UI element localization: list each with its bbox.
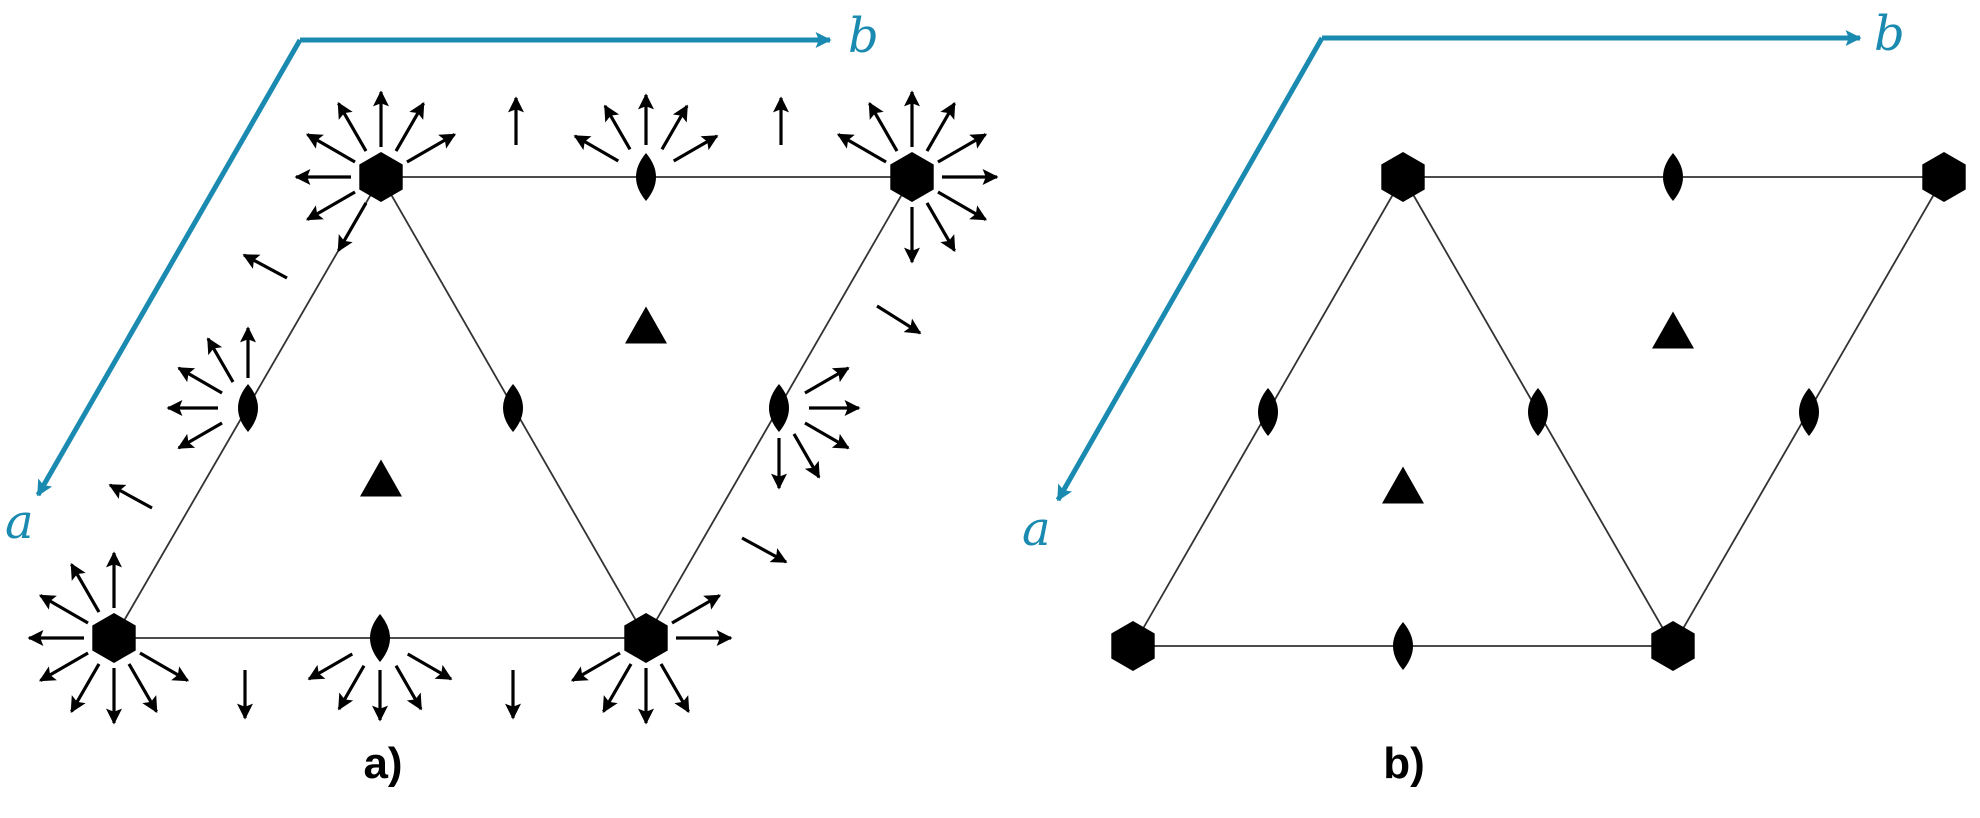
displacement-arrow — [177, 421, 223, 450]
displacement-arrow — [837, 133, 887, 164]
twofold-axis-icon — [370, 614, 390, 662]
displacement-arrow — [602, 663, 633, 713]
displacement-arrow — [925, 102, 956, 152]
panel-a: b a a) — [5, 8, 999, 788]
sixfold-axis-icon — [1111, 621, 1155, 671]
crystal-axes — [35, 31, 832, 497]
displacement-arrow — [571, 651, 621, 682]
displacement-arrow — [337, 102, 368, 152]
displacement-arrow — [394, 102, 425, 152]
threefold-axis-icon — [360, 459, 402, 497]
displacement-arrow — [39, 594, 89, 625]
displacement-arrow — [937, 133, 987, 164]
twofold-axis-icon — [1663, 153, 1683, 201]
displacement-arrow — [206, 337, 235, 383]
displacement-arrow — [306, 133, 356, 164]
axis-b-label: b — [1874, 6, 1905, 62]
displacement-arrow — [127, 663, 158, 713]
displacement-arrow — [868, 102, 899, 152]
panel-a-label: a) — [363, 739, 402, 788]
axis-a-label: a — [5, 494, 34, 550]
sixfold-axis-icon — [1922, 152, 1966, 202]
twofold-axis-icon — [1528, 388, 1548, 436]
displacement-arrow — [306, 190, 356, 221]
displacement-arrow — [937, 190, 987, 221]
threefold-axis-icon — [1382, 466, 1424, 504]
sixfold-axis-icon — [890, 152, 934, 202]
displacement-arrow — [406, 133, 456, 164]
displacement-arrow — [741, 536, 788, 564]
threefold-axis-icon — [625, 306, 667, 344]
displacement-arrows — [27, 90, 999, 725]
displacement-arrow — [804, 421, 850, 450]
displacement-arrow — [108, 483, 153, 510]
panel-b: b a b) — [1022, 6, 1966, 788]
displacement-arrow — [792, 433, 821, 479]
displacement-arrow — [337, 202, 368, 252]
symmetry-elements — [92, 152, 934, 663]
sixfold-axis-icon — [1381, 152, 1425, 202]
displacement-arrow — [394, 664, 423, 711]
displacement-arrow — [242, 253, 288, 280]
sixfold-axis-icon — [92, 613, 136, 663]
displacement-arrow — [70, 663, 101, 713]
displacement-arrow — [925, 202, 956, 252]
twofold-axis-icon — [769, 384, 789, 432]
twofold-axis-icon — [238, 384, 258, 432]
displacement-arrow — [603, 104, 632, 151]
crystal-axes — [1055, 29, 1862, 502]
twofold-axis-icon — [1258, 388, 1278, 436]
sixfold-axis-icon — [624, 613, 668, 663]
axis-a-label: a — [1022, 501, 1051, 557]
twofold-axis-icon — [636, 153, 656, 201]
displacement-arrow — [39, 651, 89, 682]
displacement-arrow — [671, 594, 721, 625]
twofold-axis-icon — [1799, 388, 1819, 436]
displacement-arrow — [139, 651, 189, 682]
displacement-arrow — [660, 104, 689, 151]
displacement-arrow — [70, 563, 101, 613]
panel-b-label: b) — [1383, 739, 1425, 788]
displacement-arrow — [307, 652, 354, 681]
twofold-axis-icon — [1393, 622, 1413, 670]
displacement-arrow — [406, 652, 453, 681]
symmetry-elements — [1111, 152, 1966, 671]
displacement-arrow — [659, 663, 690, 713]
sixfold-axis-icon — [1651, 621, 1695, 671]
displacement-arrow — [804, 366, 850, 395]
displacement-arrow — [876, 304, 922, 335]
displacement-arrow — [672, 134, 719, 163]
twofold-axis-icon — [503, 384, 523, 432]
threefold-axis-icon — [1652, 311, 1694, 349]
axis-b-label: b — [848, 8, 879, 64]
sixfold-axis-icon — [359, 152, 403, 202]
displacement-arrow — [177, 366, 223, 395]
displacement-arrow — [337, 664, 366, 711]
displacement-arrow — [573, 134, 620, 163]
